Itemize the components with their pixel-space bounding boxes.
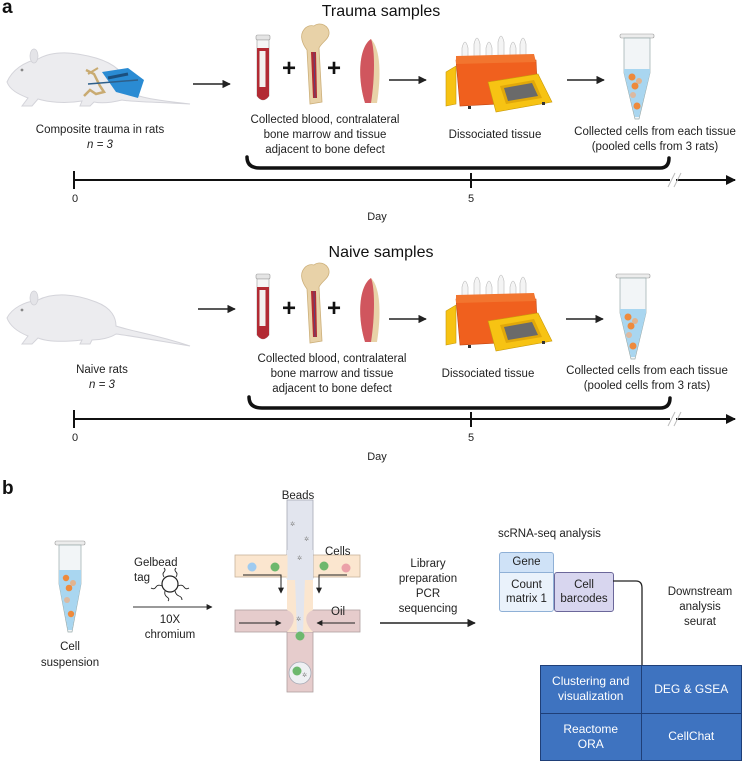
bracket-trauma-line (245, 155, 671, 170)
panel-b-label: b (2, 478, 14, 499)
svg-text:✲: ✲ (304, 536, 309, 543)
cell-tube-icon (619, 33, 655, 120)
collected-caption-line2-naive: bone marrow and tissue (270, 368, 394, 380)
collected-caption-line2: bone marrow and tissue (263, 129, 387, 141)
arrow-downstream (613, 580, 646, 677)
cell-suspension-label-line1: Cell (60, 641, 80, 653)
plus-1-naive: + (282, 295, 297, 322)
naive-samples-title: Naive samples (328, 244, 434, 261)
downstream-label-line1: Downstream (667, 586, 733, 598)
muscle-tissue-icon (360, 39, 380, 103)
svg-text:✲: ✲ (290, 521, 295, 528)
downstream-label-line3: seurat (684, 616, 716, 628)
dissociated-caption-naive: Dissociated tissue (441, 368, 535, 380)
scrna-analysis-title: scRNA-seq analysis (498, 528, 601, 540)
femur-icon (301, 262, 330, 344)
oil-label: Oil (331, 606, 346, 618)
muscle-tissue-icon (360, 278, 380, 342)
method-cellchat-label: CellChat (668, 729, 715, 744)
collected-caption-line3-naive: adjacent to bone defect (272, 383, 392, 395)
count-matrix-line1: Count (511, 579, 542, 591)
timeline-naive (73, 395, 736, 428)
method-cellchat: CellChat (641, 713, 741, 760)
femur-icon (301, 23, 330, 105)
collected-caption-line1-naive: Collected blood, contralateral (257, 353, 407, 365)
arrow-1-trauma (193, 79, 231, 89)
bracket-naive-line (247, 395, 672, 410)
method-clustering-line2: visualization (558, 689, 624, 704)
method-deg-gsea-label: DEG & GSEA (654, 681, 729, 696)
plus-2-trauma: + (327, 55, 342, 82)
cell-suspension-label-line2: suspension (40, 657, 100, 669)
cells-caption-line2-naive: (pooled cells from 3 rats) (583, 380, 711, 392)
method-deg-gsea: DEG & GSEA (641, 666, 741, 713)
axis-title-day-naive: Day (367, 451, 387, 463)
chromium-label-line1: 10X (159, 614, 181, 626)
composite-trauma-caption: Composite trauma in rats (35, 124, 165, 136)
method-reactome-line2: ORA (577, 736, 604, 751)
tick-label-0-trauma: 0 (71, 193, 79, 205)
gelbead-label-line2: tag (134, 572, 150, 584)
rat-trauma-icon (6, 48, 191, 107)
dissociator-icon (445, 35, 553, 113)
svg-text:✲: ✲ (302, 672, 307, 679)
arrow-chromium (133, 604, 213, 610)
cell-barcodes-line1: Cell (574, 579, 594, 591)
cells-caption-line1-naive: Collected cells from each tissue (566, 365, 728, 377)
blood-tube-icon (255, 273, 271, 340)
plus-1-trauma: + (282, 55, 297, 82)
svg-text:✲: ✲ (297, 555, 302, 562)
gene-box: Gene (499, 552, 554, 573)
gelbead-label-line1: Gelbead (134, 557, 178, 569)
cell-barcodes-line2: barcodes (560, 593, 608, 605)
library-label-line4: sequencing (398, 603, 458, 615)
method-reactome-line1: Reactome (563, 721, 619, 736)
microfluidics-chip-icon: ✲ ✲ ✲ ✲ ✲ (234, 499, 361, 693)
blood-tube-icon (255, 34, 271, 101)
arrow-2-trauma (389, 75, 427, 85)
arrow-1-naive (198, 304, 236, 314)
arrow-3-naive (566, 314, 604, 324)
cell-barcodes-box: Cell barcodes (554, 572, 614, 612)
naive-n-caption: n = 3 (89, 379, 115, 391)
cells-caption-line2: (pooled cells from 3 rats) (591, 141, 719, 153)
plus-2-naive: + (327, 295, 342, 322)
trauma-samples-title: Trauma samples (321, 3, 441, 20)
arrow-2-naive (389, 314, 427, 324)
tick-label-0-naive: 0 (71, 432, 79, 444)
svg-text:✲: ✲ (296, 616, 301, 623)
library-label-line2: preparation (398, 573, 458, 585)
cell-tube-icon (615, 273, 651, 360)
naive-rats-caption: Naive rats (76, 364, 128, 376)
cells-label: Cells (325, 546, 351, 558)
cell-suspension-tube-icon (54, 540, 86, 633)
library-label-line1: Library (410, 558, 446, 570)
library-label-line3: PCR (415, 588, 441, 600)
count-matrix-line2: matrix 1 (506, 593, 547, 605)
tick-label-5-trauma: 5 (467, 193, 475, 205)
tick-label-5-naive: 5 (467, 432, 475, 444)
beads-label: Beads (281, 490, 315, 502)
timeline-trauma (73, 155, 736, 189)
panel-a-label: a (2, 0, 13, 18)
arrow-library (380, 618, 476, 628)
count-matrix-box: Count matrix 1 (499, 572, 554, 612)
collected-caption-line1: Collected blood, contralateral (250, 114, 400, 126)
collected-caption-line3: adjacent to bone defect (265, 144, 385, 156)
cells-caption-line1: Collected cells from each tissue (574, 126, 736, 138)
arrow-3-trauma (567, 75, 605, 85)
rat-naive-icon (6, 290, 191, 347)
trauma-n-caption: n = 3 (87, 139, 113, 151)
chromium-label-line2: chromium (144, 629, 196, 641)
gelbead-icon (150, 567, 190, 602)
downstream-label-line2: analysis (679, 601, 721, 613)
method-clustering-line1: Clustering and (552, 674, 630, 689)
axis-title-day-trauma: Day (367, 211, 387, 223)
dissociator-icon (445, 274, 553, 352)
dissociated-caption: Dissociated tissue (448, 129, 542, 141)
